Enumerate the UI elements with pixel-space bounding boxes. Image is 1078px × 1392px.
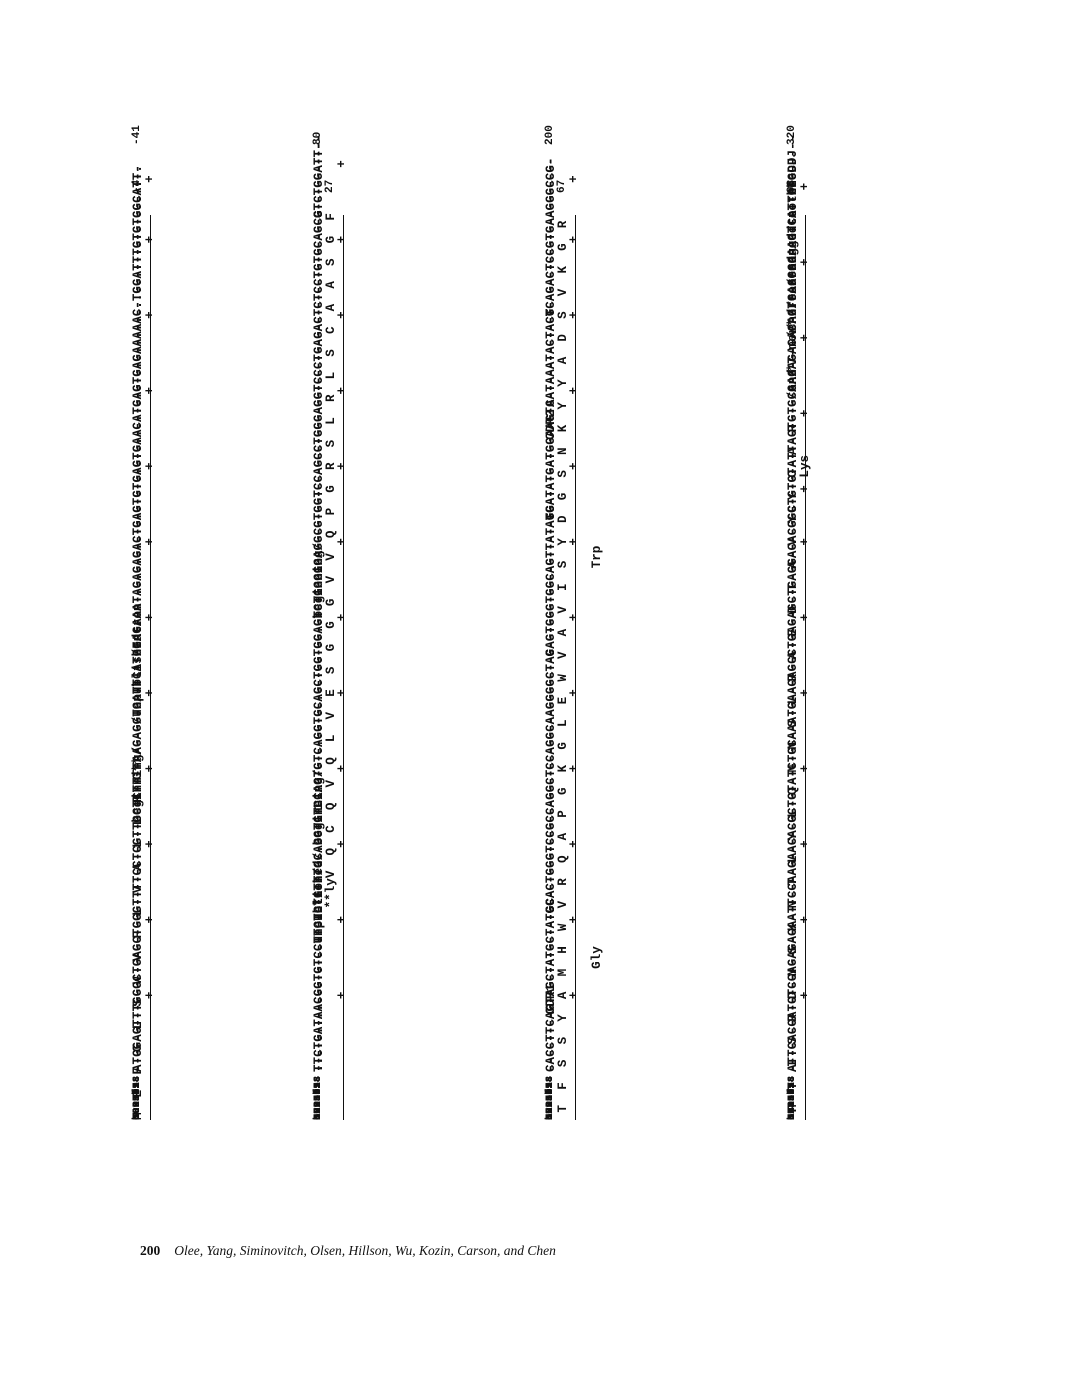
sequence-row: [579, 158, 591, 1168]
clone-label: 5A10: [544, 1094, 556, 1120]
sequence-row: [821, 158, 833, 1168]
ruler-row: + + + + + + + + + + + +: [567, 158, 581, 1168]
sequence-row: [166, 158, 178, 1168]
sequence-text: Gly Trp: [590, 545, 604, 1120]
sequence-text: ---------------------GC-----------------…: [544, 157, 558, 1072]
sequence-text: /---------------------------------------…: [131, 165, 145, 1072]
sequence-row: [154, 158, 166, 1168]
alignment-block: 1 **lyV Q C Q V Q L V E S G G G V V Q P …: [312, 132, 359, 1168]
clone-label: 5A10: [312, 1094, 324, 1120]
author-list: Olee, Yang, Siminovitch, Olsen, Hillson,…: [174, 1243, 556, 1258]
sequence-text: ........................................…: [312, 134, 326, 1072]
sequence-row: [347, 158, 359, 1168]
alignment-block: CDR1 CDR2 T F S S Y A M H W V R Q A P G …: [544, 125, 604, 1168]
ruler-row: + + + + + + + + + + + +: [335, 158, 349, 1168]
clone-label: 5A10: [786, 1094, 798, 1120]
page-number: 200: [140, 1243, 161, 1258]
position-number: -41: [131, 125, 143, 145]
position-number: 200: [544, 125, 556, 145]
page-footer: 200 Olee, Yang, Siminovitch, Olsen, Hills…: [140, 1243, 556, 1259]
sequence-row: [809, 158, 821, 1168]
alignment-block: F T I S R D N S K N T L Y L Q M N S L R …: [786, 125, 833, 1168]
sequence-text: ----------------------------------------…: [786, 157, 800, 1072]
annotation-row: Gly Trp: [590, 158, 604, 1168]
clone-label: 3019b9: [131, 1082, 143, 1120]
